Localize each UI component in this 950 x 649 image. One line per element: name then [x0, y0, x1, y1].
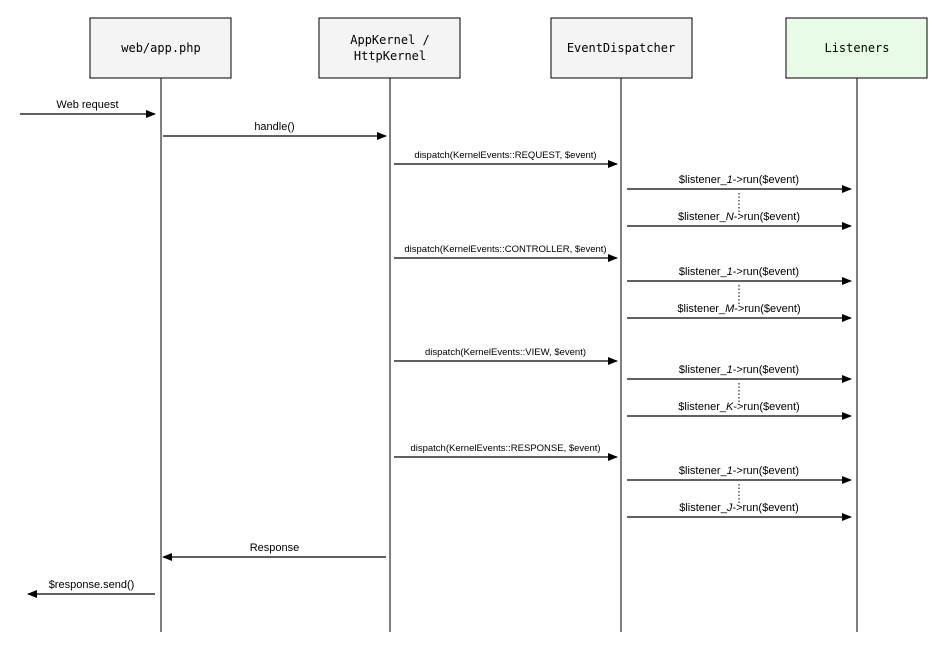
message-listener-k-run: $listener_K->run($event): [627, 401, 852, 420]
participant-box: [89, 17, 232, 79]
message-listener-1-run-c: $listener_1->run($event): [627, 364, 852, 383]
participant-event-dispatcher: EventDispatcher: [550, 17, 693, 79]
participant-listeners: Listeners: [785, 17, 928, 79]
listener-label-part: $listener_: [679, 364, 728, 376]
messages-layer: Web request handle() dispatch(KernelEvents…: [20, 99, 852, 598]
message-response-send: $response.send(): [27, 579, 155, 598]
message-label: Response: [250, 542, 300, 554]
message-label: $listener_N->run($event): [678, 211, 800, 223]
message-label: $response.send(): [49, 579, 135, 591]
message-dispatch-view: dispatch(KernelEvents::VIEW, $event): [394, 347, 618, 365]
listener-label-part: ->run($event): [734, 211, 800, 223]
message-listener-1-run-a: $listener_1->run($event): [627, 174, 852, 193]
message-web-request: Web request: [20, 99, 156, 118]
message-label: dispatch(KernelEvents::VIEW, $event): [425, 347, 586, 358]
participant-appkernel-httpkernel: AppKernel / HttpKernel: [318, 17, 461, 79]
listener-label-part: ->run($event): [732, 502, 798, 514]
message-handle: handle(): [163, 121, 387, 140]
message-listener-m-run: $listener_M->run($event): [627, 303, 852, 322]
message-response: Response: [162, 542, 386, 561]
listener-index: 1: [727, 465, 733, 477]
lifelines-layer: [160, 78, 858, 632]
message-label: $listener_1->run($event): [679, 266, 799, 278]
message-label: dispatch(KernelEvents::REQUEST, $event): [414, 150, 596, 161]
listener-label-part: $listener_: [678, 211, 727, 223]
message-listener-j-run: $listener_J->run($event): [627, 502, 852, 521]
listener-label-part: $listener_: [679, 502, 728, 514]
participants-layer: web/app.php AppKernel / HttpKernel EventDis…: [89, 17, 928, 79]
listener-label-part: ->run($event): [733, 364, 799, 376]
participant-label: web/app.php: [121, 41, 200, 55]
participant-box: [550, 17, 693, 79]
message-label: handle(): [254, 121, 294, 133]
participant-web-app-php: web/app.php: [89, 17, 232, 79]
listener-label-part: ->run($event): [734, 303, 800, 315]
message-label: $listener_K->run($event): [678, 401, 799, 413]
message-label: dispatch(KernelEvents::RESPONSE, $event): [410, 443, 600, 454]
message-label: $listener_1->run($event): [679, 465, 799, 477]
message-dispatch-controller: dispatch(KernelEvents::CONTROLLER, $even…: [394, 244, 618, 262]
listener-label-part: $listener_: [679, 465, 728, 477]
participant-box: [785, 17, 928, 79]
listener-label-part: $listener_: [678, 401, 727, 413]
message-listener-1-run-d: $listener_1->run($event): [627, 465, 852, 484]
listener-index: N: [726, 211, 734, 223]
listener-label-part: $listener_: [679, 266, 728, 278]
participant-label: EventDispatcher: [567, 41, 675, 55]
listener-label-part: ->run($event): [733, 174, 799, 186]
message-label: $listener_1->run($event): [679, 364, 799, 376]
participant-label: HttpKernel: [354, 49, 426, 63]
listener-label-part: $listener_: [679, 174, 728, 186]
listener-index: J: [726, 502, 733, 514]
listener-index: 1: [727, 174, 733, 186]
participant-box: [318, 17, 461, 79]
message-label: $listener_1->run($event): [679, 174, 799, 186]
message-dispatch-response: dispatch(KernelEvents::RESPONSE, $event): [394, 443, 618, 461]
listener-label-part: ->run($event): [733, 465, 799, 477]
listener-index: 1: [727, 364, 733, 376]
message-label: $listener_J->run($event): [679, 502, 799, 514]
message-label: Web request: [56, 99, 118, 111]
listener-label-part: $listener_: [677, 303, 726, 315]
message-label: $listener_M->run($event): [677, 303, 800, 315]
listener-label-part: ->run($event): [733, 266, 799, 278]
message-listener-1-run-b: $listener_1->run($event): [627, 266, 852, 285]
listener-label-part: ->run($event): [733, 401, 799, 413]
participant-label: Listeners: [824, 41, 889, 55]
listener-index: M: [725, 303, 735, 315]
message-label: dispatch(KernelEvents::CONTROLLER, $even…: [404, 244, 606, 255]
message-dispatch-request: dispatch(KernelEvents::REQUEST, $event): [394, 150, 618, 168]
participant-label: AppKernel /: [350, 33, 429, 47]
listener-index: 1: [727, 266, 733, 278]
message-listener-n-run: $listener_N->run($event): [627, 211, 852, 230]
listener-index: K: [726, 401, 734, 413]
